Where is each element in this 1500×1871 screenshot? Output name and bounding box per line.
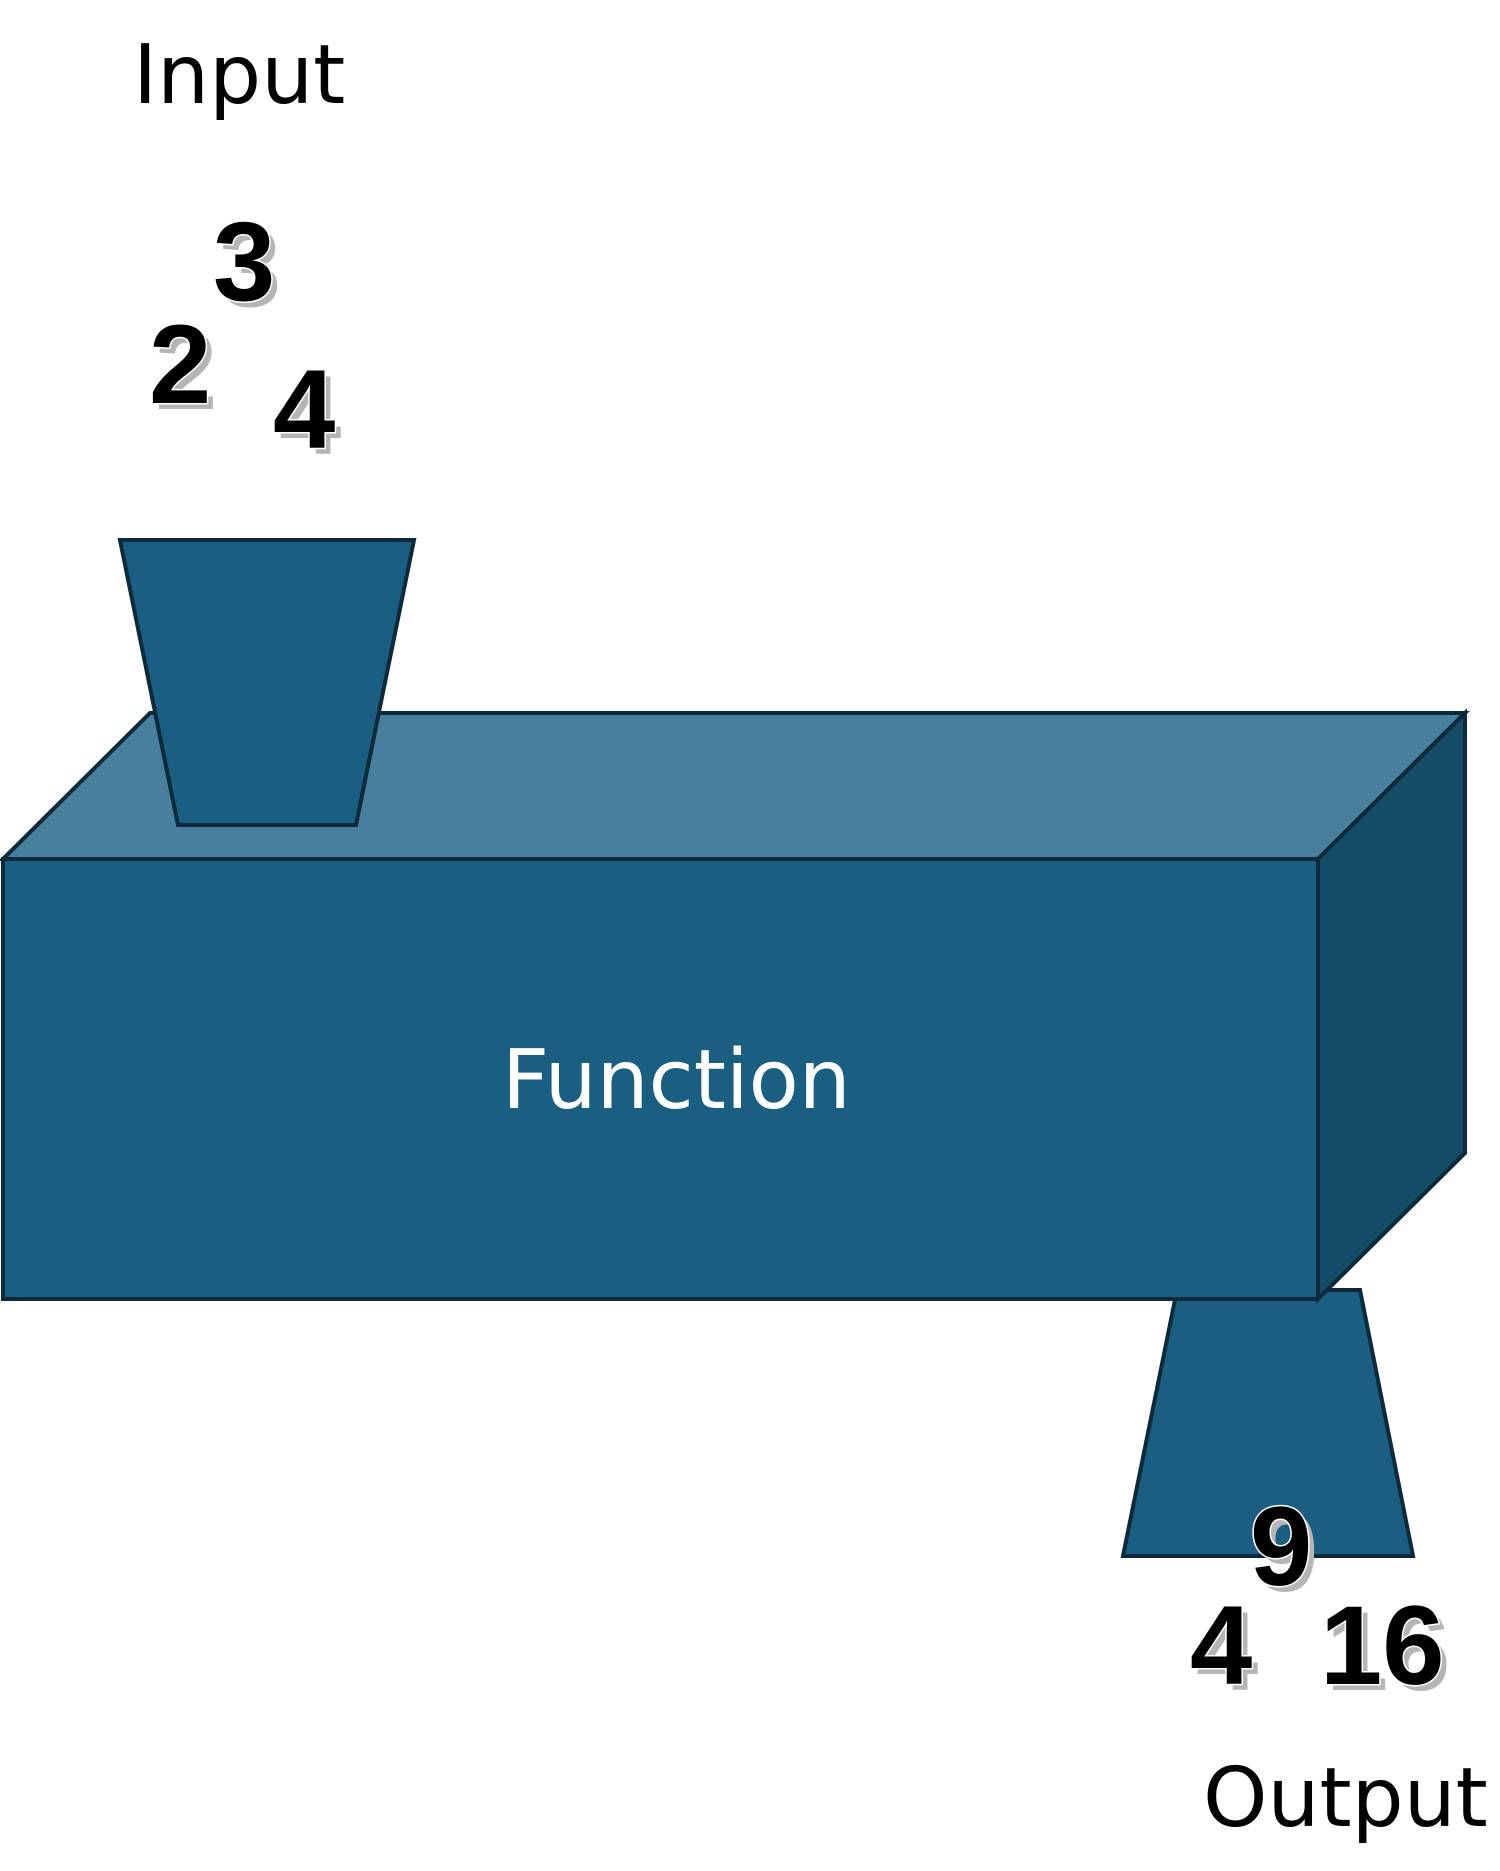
input-number-shadow: 3 [219, 205, 281, 330]
input-number: 4 [273, 347, 335, 472]
input-funnel [117, 538, 417, 827]
output-label: Output [1203, 1751, 1488, 1846]
output-number-shadow: 4 [1196, 1589, 1258, 1714]
input-number-shadow: 4 [279, 353, 341, 478]
output-number-shadow: 16 [1326, 1589, 1451, 1714]
output-number: 9 [1250, 1484, 1312, 1609]
output-number: 4 [1190, 1583, 1252, 1708]
output-number: 16 [1320, 1583, 1445, 1708]
input-number-shadow: 2 [155, 308, 217, 433]
output-number-shadow: 9 [1256, 1490, 1318, 1615]
input-number: 3 [213, 199, 275, 324]
box-front-face [1, 857, 1320, 1301]
input-number: 2 [149, 302, 211, 427]
input-label: Input [133, 28, 345, 123]
function-label: Function [502, 1033, 851, 1128]
